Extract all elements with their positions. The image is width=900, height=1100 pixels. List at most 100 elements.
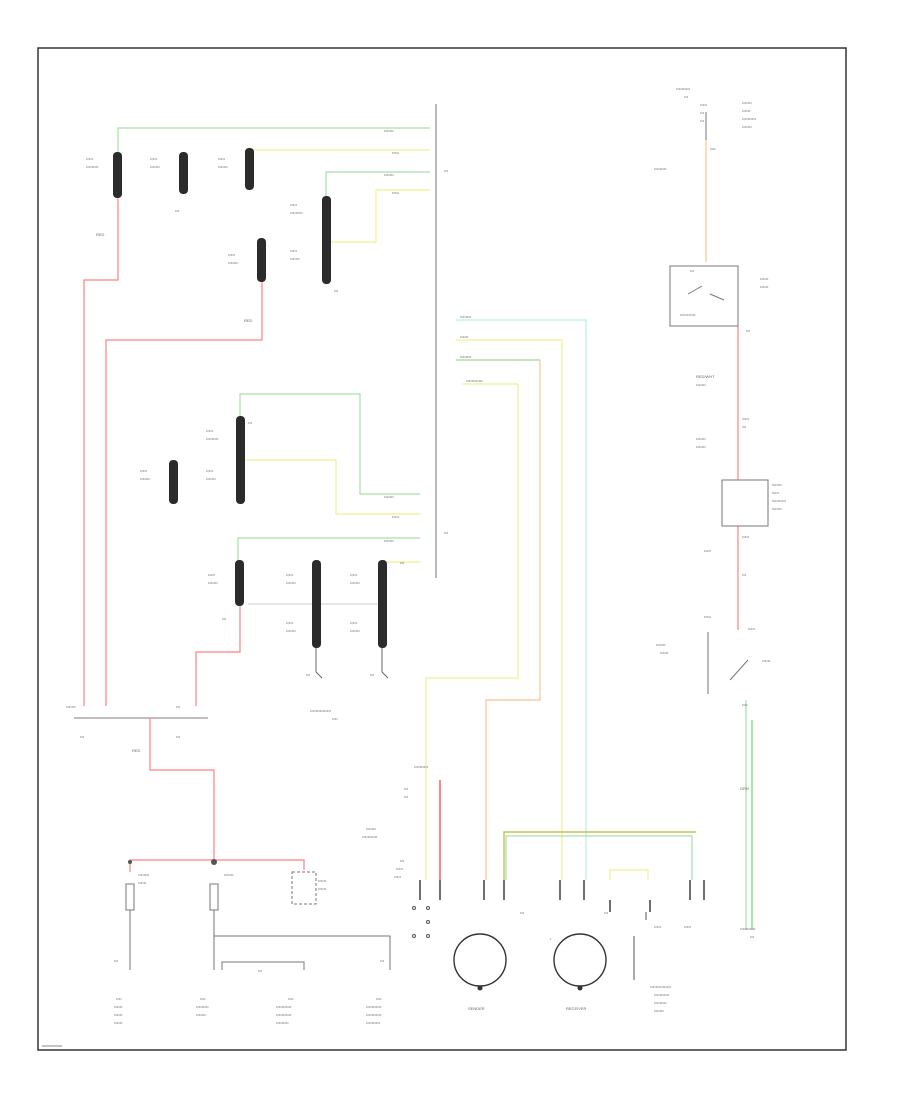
sender-gauge: SENDER xyxy=(453,933,507,1011)
labels-top-group: ••••• ••••••••• ••••• ••••••• ••• ••••• … xyxy=(86,128,449,323)
switch-small xyxy=(412,906,430,938)
switch-right xyxy=(707,632,749,694)
svg-text:•••: ••• xyxy=(258,968,263,973)
svg-text:•••••: ••••• xyxy=(208,572,216,577)
svg-text:••••••••: •••••••• xyxy=(460,354,472,359)
svg-text:•••••••: ••••••• xyxy=(66,704,76,709)
svg-text:•••: ••• xyxy=(176,734,181,739)
diagram-frame xyxy=(37,47,847,1051)
svg-text:••••••: •••••• xyxy=(114,1004,123,1009)
connector-c6 xyxy=(236,416,245,504)
svg-text:••••••: •••••• xyxy=(138,880,147,885)
fuse-battery xyxy=(209,883,219,911)
wires-right-column xyxy=(705,140,753,930)
svg-text:••••••••: •••••••• xyxy=(460,314,472,319)
svg-text:••••••: •••••• xyxy=(114,1020,123,1025)
svg-text:••••••: •••••• xyxy=(660,650,669,655)
svg-text:••••: •••• xyxy=(116,996,122,1001)
svg-text:•••••••••: ••••••••• xyxy=(276,1020,289,1025)
svg-text:•••: ••• xyxy=(306,672,311,677)
svg-text:•••••: ••••• xyxy=(772,490,780,495)
svg-text:•••••••••••••••: ••••••••••••••• xyxy=(310,708,332,713)
svg-text:•••: ••• xyxy=(404,794,409,799)
svg-text:•••: ••• xyxy=(222,616,227,621)
ground-ticks xyxy=(315,648,389,679)
connector-c7 xyxy=(169,460,178,504)
svg-text:•••: ••• xyxy=(380,958,385,963)
svg-text:•••: ••• xyxy=(80,734,85,739)
wire-gray-battery xyxy=(213,910,391,970)
relay-right xyxy=(669,265,739,327)
svg-text:•••••••: ••••••• xyxy=(350,580,360,585)
svg-text:•••••••: ••••••• xyxy=(228,260,238,265)
wire-yellow-center xyxy=(456,339,563,880)
labels-right-column: •••••••••• ••• ••••• ••• ••• ••••••• •••… xyxy=(654,86,787,939)
svg-text:•••••••: ••••••• xyxy=(772,482,782,487)
connector-c3 xyxy=(245,148,254,190)
svg-text:•••: ••• xyxy=(520,910,525,915)
svg-text:•••••: ••••• xyxy=(350,572,358,577)
svg-text:•••••••: ••••••• xyxy=(696,436,706,441)
connector-c1 xyxy=(113,152,122,198)
svg-text:••••••••••: •••••••••• xyxy=(772,498,787,503)
svg-text:•••••••: ••••••• xyxy=(224,872,234,877)
svg-text:•••••••••: ••••••••• xyxy=(196,1004,209,1009)
svg-text:••••: •••• xyxy=(332,716,338,721)
svg-text:•••••: ••••• xyxy=(748,626,756,631)
svg-text:•••: ••• xyxy=(444,168,449,173)
wire-red-low xyxy=(195,604,241,706)
svg-text:•••••: ••••• xyxy=(290,202,298,207)
wire-label-green: GRN xyxy=(740,786,749,791)
svg-text:•••••: ••••• xyxy=(206,468,214,473)
svg-text:•••••••••••: ••••••••••• xyxy=(276,1012,292,1017)
svg-text:•••: ••• xyxy=(175,208,180,213)
svg-text:•••: ••• xyxy=(444,530,449,535)
svg-text:•••: ••• xyxy=(742,572,747,577)
right-column-components xyxy=(669,112,769,694)
svg-text:••••••: •••••• xyxy=(114,1012,123,1017)
svg-text:••••••: •••••• xyxy=(318,878,327,883)
svg-text:•••••••••••: ••••••••••• xyxy=(366,1004,382,1009)
svg-text:•••••: ••••• xyxy=(654,924,662,929)
svg-text:••••••: •••••• xyxy=(760,276,769,281)
wire-orange-center xyxy=(456,359,541,880)
svg-text:•••••••••••: ••••••••••• xyxy=(680,312,696,317)
connector-c5 xyxy=(257,238,266,282)
svg-text:•••••••: ••••••• xyxy=(290,256,300,261)
svg-text:•••••••: ••••••• xyxy=(742,124,752,129)
svg-text:•••••: ••••• xyxy=(392,150,400,155)
svg-text:••••: •••• xyxy=(742,702,748,707)
svg-text:•••••: ••••• xyxy=(150,156,158,161)
wire-yellow-m1 xyxy=(246,459,420,515)
battery-area-components xyxy=(125,859,391,970)
connectors-top-group xyxy=(113,148,331,284)
wire-lightblue xyxy=(456,319,587,880)
svg-text:••••••••••: •••••••••• xyxy=(742,116,757,121)
svg-text:•••: ••• xyxy=(370,672,375,677)
wire-green-m2 xyxy=(237,537,420,562)
svg-text:•••: ••• xyxy=(248,420,253,425)
wire-label-red-splice: RED xyxy=(132,748,141,753)
connector-c8 xyxy=(235,560,244,606)
svg-text:••••••: •••••• xyxy=(760,284,769,289)
svg-text:•••: ••• xyxy=(742,424,747,429)
svg-text:••••••: •••••• xyxy=(742,108,751,113)
wire-label-red-mid: RED xyxy=(244,318,253,323)
svg-text:•••••: ••••• xyxy=(684,924,692,929)
wire-green-mid xyxy=(325,171,430,198)
sender-label: SENDER xyxy=(468,1006,485,1011)
svg-text:•••••••••: ••••••••• xyxy=(290,210,303,215)
svg-text:•••: ••• xyxy=(334,288,339,293)
wire-green-m1 xyxy=(239,393,420,495)
svg-text:•••••••: ••••••• xyxy=(286,628,296,633)
connector-c10 xyxy=(378,560,387,648)
labels-middle-group: ••••• ••••••••• ••••• ••••••• ••••• ••••… xyxy=(140,420,449,721)
svg-text:•••••••: ••••••• xyxy=(286,580,296,585)
svg-text:•••: ••• xyxy=(400,560,405,565)
connector-c9 xyxy=(312,560,321,648)
svg-text:•••••: ••••• xyxy=(704,548,712,553)
svg-text:•••••••: ••••••• xyxy=(208,580,218,585)
svg-text:••••••••••: •••••••••• xyxy=(676,86,691,91)
svg-text:•••••••: ••••••• xyxy=(384,538,394,543)
svg-text:•••••••: ••••••• xyxy=(696,382,706,387)
